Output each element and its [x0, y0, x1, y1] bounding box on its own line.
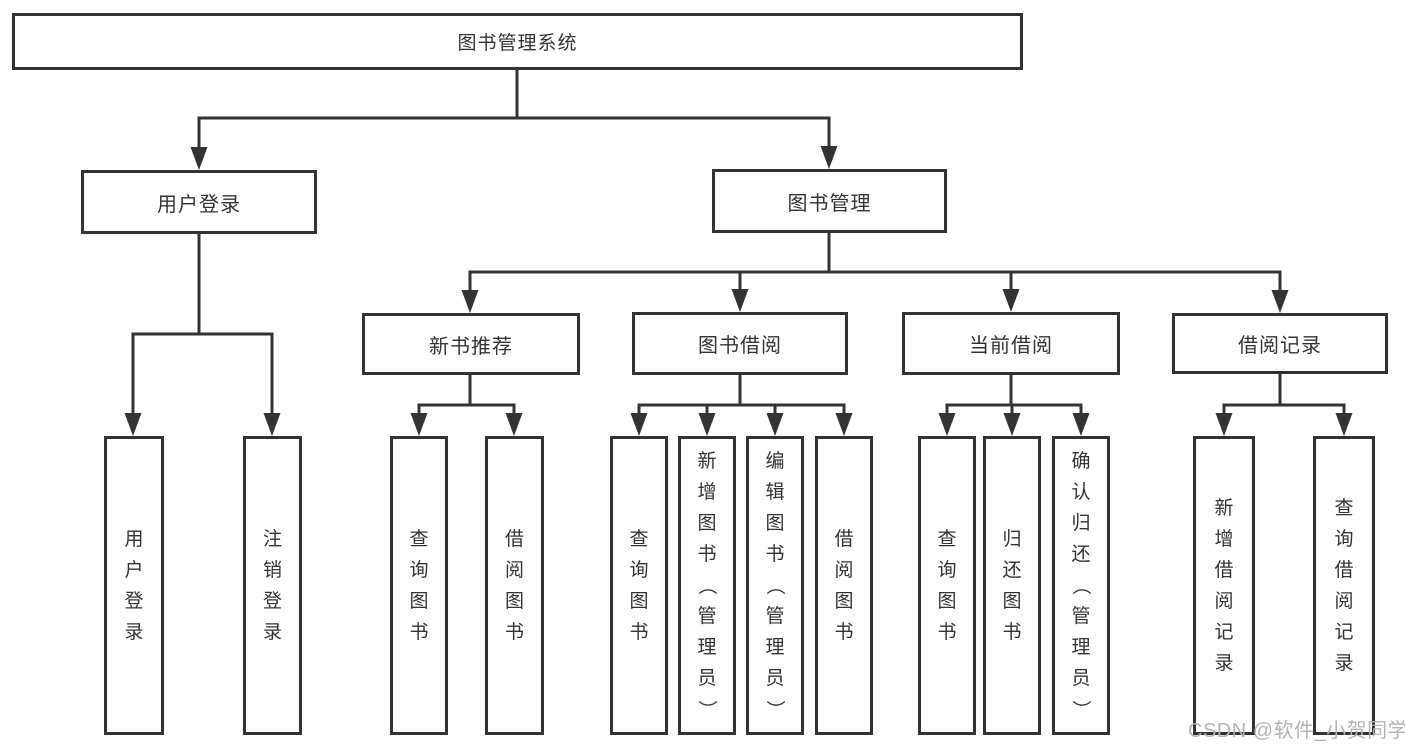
node-label: 查询图书 [409, 528, 429, 643]
node-label: 借阅记录 [1238, 335, 1322, 357]
leaf-edit-book-admin: 编辑图书（管理员） [746, 436, 804, 735]
leaf-add-book-admin: 新增图书（管理员） [678, 436, 736, 735]
arrowheads [124, 146, 1353, 436]
node-label: 确认归还（管理员） [1070, 451, 1092, 720]
node-label: 新书推荐 [429, 335, 513, 358]
leaf-query-borrow-record: 查询借阅记录 [1313, 436, 1375, 735]
node-label: 归还图书 [1002, 528, 1022, 643]
leaf-query-book-2: 查询图书 [610, 436, 668, 735]
leaf-user-login: 用户登录 [104, 436, 164, 735]
node-label: 当前借阅 [969, 335, 1053, 357]
node-label: 注销登录 [262, 528, 282, 643]
leaf-query-book-3: 查询图书 [918, 436, 976, 735]
node-label: 借阅图书 [504, 528, 524, 643]
leaf-query-book-1: 查询图书 [390, 436, 448, 735]
node-label: 查询图书 [937, 528, 957, 643]
node-borrow-record: 借阅记录 [1172, 313, 1388, 374]
node-label: 查询图书 [629, 528, 649, 643]
node-current-borrow: 当前借阅 [902, 312, 1120, 375]
leaf-add-borrow-record: 新增借阅记录 [1193, 436, 1255, 735]
node-label: 图书管理系统 [457, 33, 578, 54]
node-book-borrow: 图书借阅 [632, 312, 848, 375]
connector-shafts [131, 70, 1346, 416]
node-label: 图书管理 [787, 192, 872, 215]
node-label: 新增图书（管理员） [696, 451, 718, 720]
node-label: 用户登录 [124, 528, 144, 643]
node-label: 用户登录 [157, 193, 241, 216]
csdn-watermark: CSDN @软件_小贺同学 [1188, 720, 1405, 742]
node-user-login: 用户登录 [81, 170, 317, 234]
node-label: 图书借阅 [698, 335, 782, 357]
leaf-confirm-return-admin: 确认归还（管理员） [1052, 436, 1110, 735]
node-book-management: 图书管理 [712, 169, 947, 233]
leaf-logout: 注销登录 [243, 436, 302, 735]
leaf-borrow-book-2: 借阅图书 [815, 436, 873, 735]
node-system-root: 图书管理系统 [12, 13, 1023, 70]
node-label: 借阅图书 [834, 528, 854, 643]
node-label: 编辑图书（管理员） [764, 451, 786, 720]
leaf-borrow-book-1: 借阅图书 [485, 436, 544, 735]
leaf-return-book: 归还图书 [983, 436, 1041, 735]
node-label: 新增借阅记录 [1214, 497, 1234, 674]
node-new-book-recommend: 新书推荐 [362, 313, 580, 375]
node-label: 查询借阅记录 [1334, 497, 1354, 674]
